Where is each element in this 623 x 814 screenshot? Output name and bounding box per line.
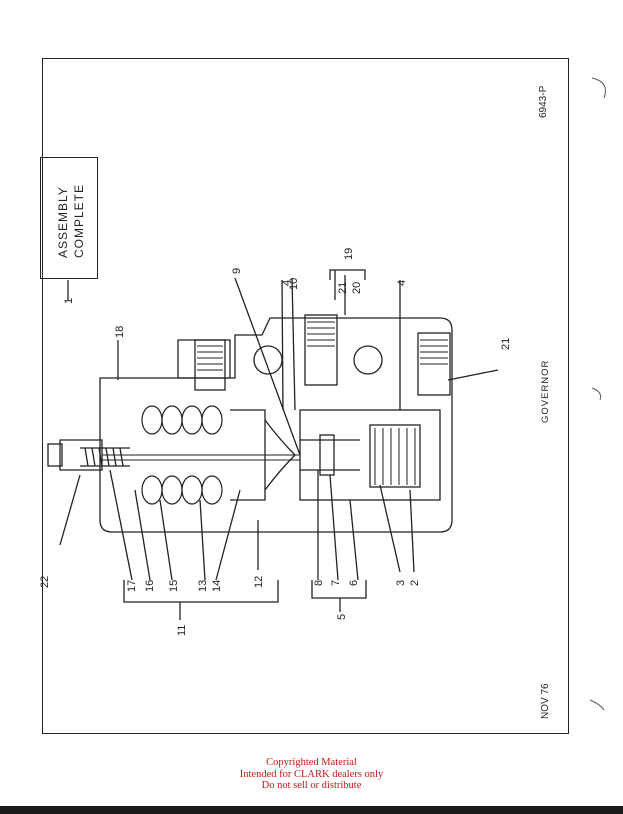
callout-21b: 21 <box>500 338 512 350</box>
callout-13: 13 <box>197 580 209 592</box>
callout-16: 16 <box>144 580 156 592</box>
callout-4a: 4 <box>281 280 293 286</box>
callout-17: 17 <box>126 580 138 592</box>
callout-8: 8 <box>313 580 325 586</box>
callout-21a: 21 <box>337 282 349 294</box>
copyright-line-2: Intended for CLARK dealers only <box>239 768 384 780</box>
callout-11: 11 <box>176 625 188 636</box>
callout-18: 18 <box>114 326 126 338</box>
callout-20: 20 <box>351 282 363 294</box>
callout-2: 2 <box>409 580 421 586</box>
callout-3: 3 <box>395 580 407 586</box>
callout-7: 7 <box>330 580 342 586</box>
callout-15: 15 <box>168 580 180 592</box>
copyright-line-3: Do not sell or distribute <box>261 780 362 791</box>
callout-9: 9 <box>231 268 243 274</box>
callout-4b: 4 <box>396 280 408 286</box>
callout-10: 10 <box>288 278 300 290</box>
callout-5: 5 <box>336 614 348 620</box>
callout-22: 22 <box>39 576 51 588</box>
assembly-complete-box <box>40 157 98 279</box>
callout-1: 1 <box>63 298 75 304</box>
copyright-notice: Copyrighted Material Intended for CLARK … <box>0 757 623 792</box>
callout-19: 19 <box>343 248 355 260</box>
scan-edge <box>0 806 623 814</box>
callout-14: 14 <box>211 580 223 592</box>
drawing-frame <box>42 58 569 734</box>
callout-labels: 1 2 3 4 4 5 6 7 8 9 10 11 12 13 14 15 16… <box>39 248 512 636</box>
copyright-line-1: Copyrighted Material <box>266 757 357 768</box>
callout-12: 12 <box>253 576 265 588</box>
callout-6: 6 <box>348 580 360 586</box>
